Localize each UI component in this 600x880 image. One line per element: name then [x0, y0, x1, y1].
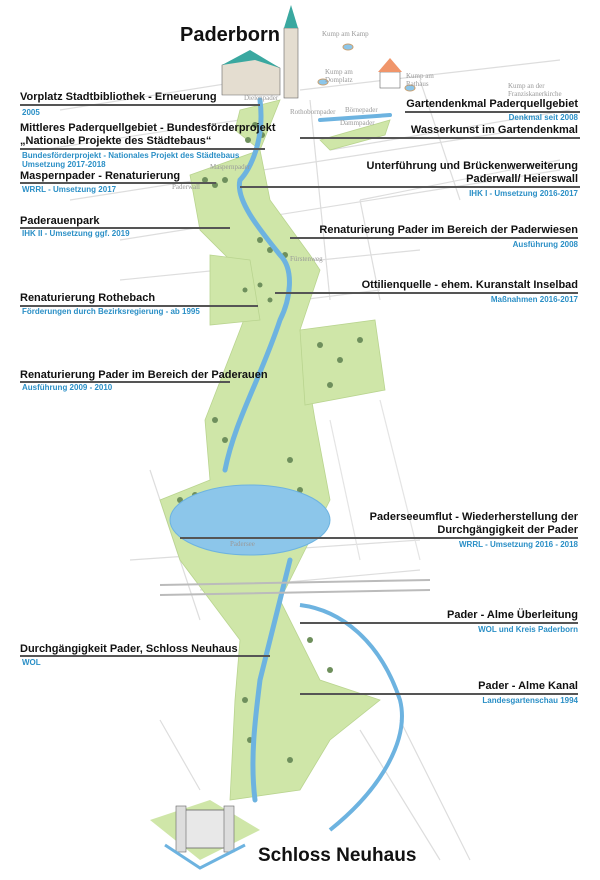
- schloss-neuhaus-icon: [150, 800, 260, 870]
- leader-line: [180, 537, 578, 539]
- leader-line: [300, 693, 578, 695]
- label-paderauenpark-title: Paderauenpark: [20, 215, 100, 227]
- label-schloss-title: Durchgängigkeit Pader, Schloss Neuhaus: [20, 643, 238, 655]
- tree-clusters: [177, 122, 363, 763]
- label-wasserkunst-title: Wasserkunst im Gartendenkmal: [410, 124, 578, 136]
- green-corridor: [159, 99, 391, 801]
- place-kump-franziskaner: Kump an der Franziskanerkirche: [508, 82, 562, 98]
- label-paderwiesen-sub: Ausführung 2008: [512, 240, 578, 249]
- label-ueberleitung-title: Pader - Alme Überleitung: [446, 609, 578, 621]
- place-maspernpader: Maspernpader: [210, 163, 251, 171]
- place-fuerstenweg: Fürstenweg: [290, 255, 323, 263]
- place-dielenpader: Dielenpader: [244, 94, 279, 102]
- label-vorplatz-sub: 2005: [22, 108, 40, 117]
- label-paderauenpark-sub: IHK II - Umsetzung ggf. 2019: [22, 229, 130, 238]
- leader-line: [20, 381, 230, 383]
- leader-line: [275, 292, 578, 294]
- label-unterfuehrung-title1: Unterführung und Brückenwerweiterung: [366, 160, 578, 172]
- label-ueberleitung-sub: WOL und Kreis Paderborn: [478, 625, 578, 634]
- label-vorplatz-title: Vorplatz Stadtbibliothek - Erneuerung: [20, 91, 217, 103]
- label-paderseeumflut-title2: Durchgängigkeit der Pader: [437, 524, 578, 536]
- place-dammpader: Dammpader: [340, 119, 375, 127]
- label-gartendenkmal-sub: Denkmal seit 2008: [508, 113, 578, 122]
- cathedral-icon: [221, 5, 299, 99]
- bridge-road: [159, 579, 431, 596]
- place-paderwall: Paderwall: [172, 183, 200, 191]
- place-boernepader: Börnepader: [345, 106, 378, 114]
- alme-kanal: [299, 603, 404, 832]
- label-mittleres-sub2: Umsetzung 2017-2018: [22, 160, 106, 169]
- label-rothebach-sub: Förderungen durch Bezirksregierung - ab …: [22, 307, 200, 316]
- label-ottilienquelle-title: Ottilienquelle - ehem. Kuranstalt Inselb…: [361, 279, 578, 291]
- place-padersee: Padersee: [230, 540, 255, 548]
- label-kanal-sub: Landesgartenschau 1994: [482, 696, 578, 705]
- place-rothobornpader: Rothobornpader: [290, 108, 336, 116]
- label-schloss-sub: WOL: [22, 658, 41, 667]
- leader-line: [240, 186, 580, 188]
- leader-line: [300, 137, 580, 139]
- river-pader: [222, 97, 392, 803]
- leader-line: [20, 305, 258, 307]
- title-schloss-neuhaus: Schloss Neuhaus: [258, 845, 417, 866]
- leader-line: [405, 111, 580, 113]
- label-ottilienquelle-sub: Maßnahmen 2016-2017: [490, 295, 578, 304]
- rathaus-icon: [378, 58, 402, 89]
- label-mittleres-title2: „Nationale Projekte des Städtebaus“: [20, 135, 212, 147]
- label-mittleres-sub1: Bundesförderprojekt - Nationales Projekt…: [22, 151, 240, 160]
- leader-line: [20, 182, 216, 184]
- place-kump-rathaus: Kump am Rathaus: [406, 72, 434, 88]
- label-gartendenkmal-title: Gartendenkmal Paderquellgebiet: [406, 98, 578, 110]
- leader-line: [300, 622, 578, 624]
- place-kump-kamp: Kump am Kamp: [322, 30, 369, 38]
- label-mittleres-title1: Mittleres Paderquellgebiet - Bundesförde…: [20, 122, 276, 134]
- leader-line: [20, 104, 260, 106]
- place-kump-domplatz: Kump am Domplatz: [325, 68, 353, 84]
- label-maspernpader-title: Maspernpader - Renaturierung: [20, 170, 181, 182]
- label-paderseeumflut-title1: Paderseeumflut - Wiederherstellung der: [369, 511, 578, 523]
- leader-line: [20, 148, 265, 150]
- title-paderborn: Paderborn: [180, 24, 281, 46]
- label-rothebach-title: Renaturierung Rothebach: [20, 292, 156, 304]
- leader-line: [290, 237, 578, 239]
- label-paderseeumflut-sub: WRRL - Umsetzung 2016 - 2018: [459, 540, 578, 549]
- leader-line: [20, 655, 270, 657]
- label-kanal-title: Pader - Alme Kanal: [478, 680, 578, 692]
- label-paderauen-title: Renaturierung Pader im Bereich der Pader…: [20, 369, 268, 381]
- label-maspernpader-sub: WRRL - Umsetzung 2017: [22, 185, 117, 194]
- label-paderwiesen-title: Renaturierung Pader im Bereich der Pader…: [319, 224, 578, 236]
- leader-line: [20, 227, 230, 229]
- label-unterfuehrung-sub: IHK I - Umsetzung 2016-2017: [469, 189, 578, 198]
- label-paderauen-sub: Ausführung 2009 - 2010: [22, 383, 113, 392]
- kump-icons: [317, 43, 416, 92]
- label-unterfuehrung-title2: Paderwall/ Heierswall: [466, 173, 578, 185]
